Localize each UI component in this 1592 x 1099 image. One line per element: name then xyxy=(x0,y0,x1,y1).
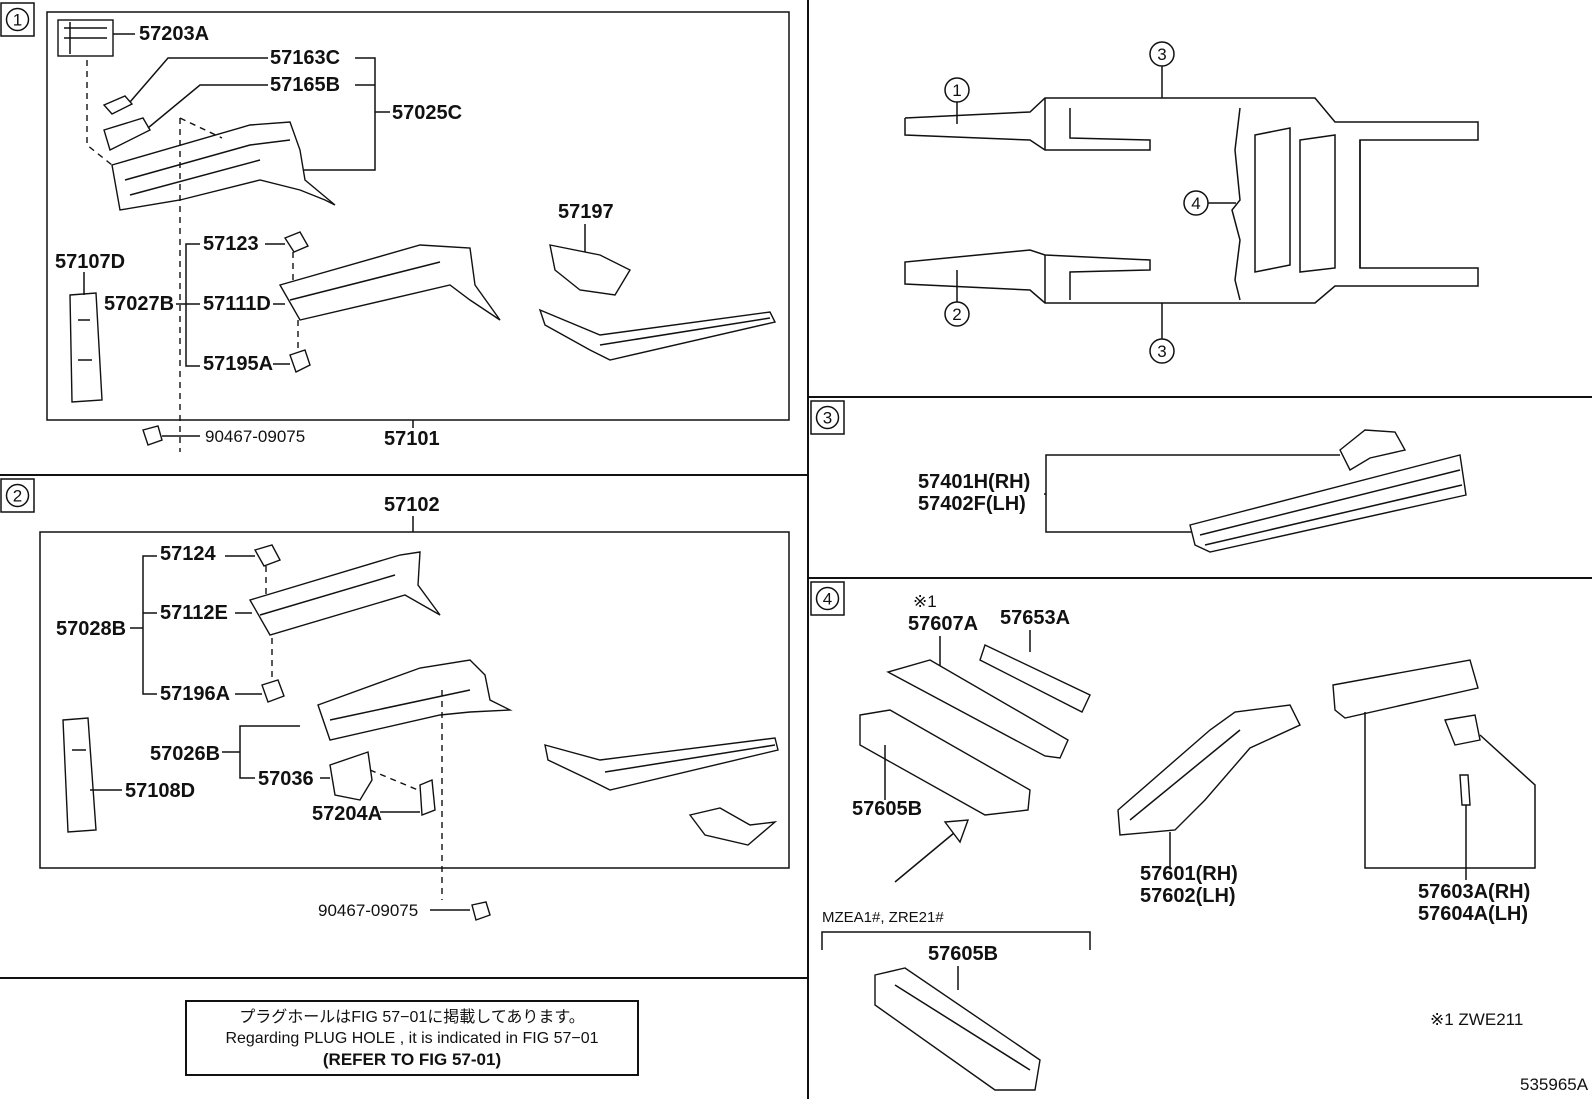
part-57025C-shape xyxy=(111,121,336,211)
arrow-icon xyxy=(943,819,970,844)
section-4-marker: 4 xyxy=(810,581,845,616)
label-57112E: 57112E xyxy=(160,602,228,624)
svg-text:4: 4 xyxy=(823,590,832,609)
label-57036: 57036 xyxy=(258,768,314,790)
part-57601-shape xyxy=(1117,704,1301,836)
diagram-id: 535965A xyxy=(1520,1075,1589,1094)
label-90467-b: 90467-09075 xyxy=(318,901,418,920)
label-57163C: 57163C xyxy=(270,47,340,69)
label-57204A: 57204A xyxy=(312,803,382,825)
svg-text:1: 1 xyxy=(952,81,961,100)
bolt-90467-b-icon xyxy=(471,901,491,921)
section-3: 57401H(RH) 57402F(LH) xyxy=(918,429,1467,553)
label-57401H: 57401H(RH) xyxy=(918,471,1030,493)
label-57195A: 57195A xyxy=(203,353,273,375)
svg-text:3: 3 xyxy=(1157,342,1166,361)
label-57102: 57102 xyxy=(384,494,440,516)
label-57197: 57197 xyxy=(558,201,614,223)
svg-text:1: 1 xyxy=(13,11,22,30)
label-57028B: 57028B xyxy=(56,618,126,640)
part-57036-shape xyxy=(329,751,373,801)
section-1: 57203A 57163C 57165B 57025C 57107D 57027… xyxy=(46,11,790,452)
section-3-marker: 3 xyxy=(810,400,845,435)
part-57653A-shape xyxy=(979,644,1091,713)
note-line-2: Regarding PLUG HOLE , it is indicated in… xyxy=(225,1030,598,1047)
label-57108D: 57108D xyxy=(125,780,195,802)
label-57165B: 57165B xyxy=(270,74,340,96)
label-57603A: 57603A(RH) xyxy=(1418,881,1530,903)
label-57101: 57101 xyxy=(384,428,440,450)
part-57112E-shape xyxy=(248,551,441,636)
part-57401H-bracket-shape xyxy=(1339,429,1407,471)
label-57027B: 57027B xyxy=(104,293,174,315)
note-box: プラグホールはFIG 57−01に掲載してあります。 Regarding PLU… xyxy=(185,1000,639,1076)
label-57111D: 57111D xyxy=(203,293,271,315)
label-star1-a: ※1 xyxy=(913,592,937,611)
part-57607A-shape xyxy=(886,659,1069,759)
label-90467-a: 90467-09075 xyxy=(205,427,305,446)
section-2-marker: 2 xyxy=(0,478,35,513)
label-57605B-a: 57605B xyxy=(852,798,922,820)
overview: 1 2 3 3 4 xyxy=(904,41,1479,364)
label-57605B-b: 57605B xyxy=(928,943,998,965)
label-star1-b: ※1 ZWE211 xyxy=(1430,1010,1523,1029)
part-57605B-a-shape xyxy=(859,709,1031,816)
part-57401H-rail-shape xyxy=(1189,454,1467,553)
label-57196A: 57196A xyxy=(160,683,230,705)
part-57196A-shape xyxy=(261,679,285,703)
label-57107D: 57107D xyxy=(55,251,125,273)
label-57601: 57601(RH) xyxy=(1140,863,1238,885)
label-57402F: 57402F(LH) xyxy=(918,493,1026,515)
svg-text:3: 3 xyxy=(823,409,832,428)
part-57026B-shape xyxy=(317,659,513,741)
part-57111D-shape xyxy=(278,244,501,321)
part-bracket-shape xyxy=(688,807,778,846)
part-57203A-shape xyxy=(57,19,114,57)
part-57603A-bracket-shape xyxy=(1444,714,1481,746)
label-57026B: 57026B xyxy=(150,743,220,765)
bolt-90467-a-icon xyxy=(142,425,163,446)
label-57607A: 57607A xyxy=(908,613,978,635)
label-57653A: 57653A xyxy=(1000,607,1070,629)
svg-text:2: 2 xyxy=(952,305,961,324)
label-57025C: 57025C xyxy=(392,102,462,124)
part-57107D-shape xyxy=(69,292,103,403)
part-57603A-pin-shape xyxy=(1459,774,1471,806)
part-57197-rail-shape xyxy=(538,308,777,361)
section-4: ※1 57607A 57653A 57605B 57601(RH) 57602(… xyxy=(821,592,1536,1091)
label-57602: 57602(LH) xyxy=(1140,885,1236,907)
part-57108D-shape xyxy=(62,717,97,833)
label-57203A: 57203A xyxy=(139,23,209,45)
part-57165B-shape xyxy=(103,117,151,151)
part-57195A-shape xyxy=(289,349,311,373)
section-2: 57102 57124 57112E 57196A 57028B 57026B … xyxy=(39,494,790,921)
part-57603A-shape xyxy=(1332,659,1479,719)
svg-text:2: 2 xyxy=(13,487,22,506)
note-line-1: プラグホールはFIG 57−01に掲載してあります。 xyxy=(239,1008,585,1026)
part-rocker-shape xyxy=(544,737,779,791)
label-model: MZEA1#, ZRE21# xyxy=(822,909,944,926)
svg-text:4: 4 xyxy=(1191,194,1200,213)
section-1-marker: 1 xyxy=(0,2,35,37)
label-57604A: 57604A(LH) xyxy=(1418,903,1528,925)
part-57123-shape xyxy=(283,231,309,253)
label-57124: 57124 xyxy=(160,543,216,565)
note-line-3: (REFER TO FIG 57-01) xyxy=(323,1050,501,1069)
label-57123: 57123 xyxy=(203,233,259,255)
part-57204A-shape xyxy=(419,778,436,816)
part-57124-shape xyxy=(253,544,281,567)
part-57197-shape xyxy=(549,244,631,296)
part-57163C-shape xyxy=(102,95,134,115)
svg-text:3: 3 xyxy=(1157,45,1166,64)
